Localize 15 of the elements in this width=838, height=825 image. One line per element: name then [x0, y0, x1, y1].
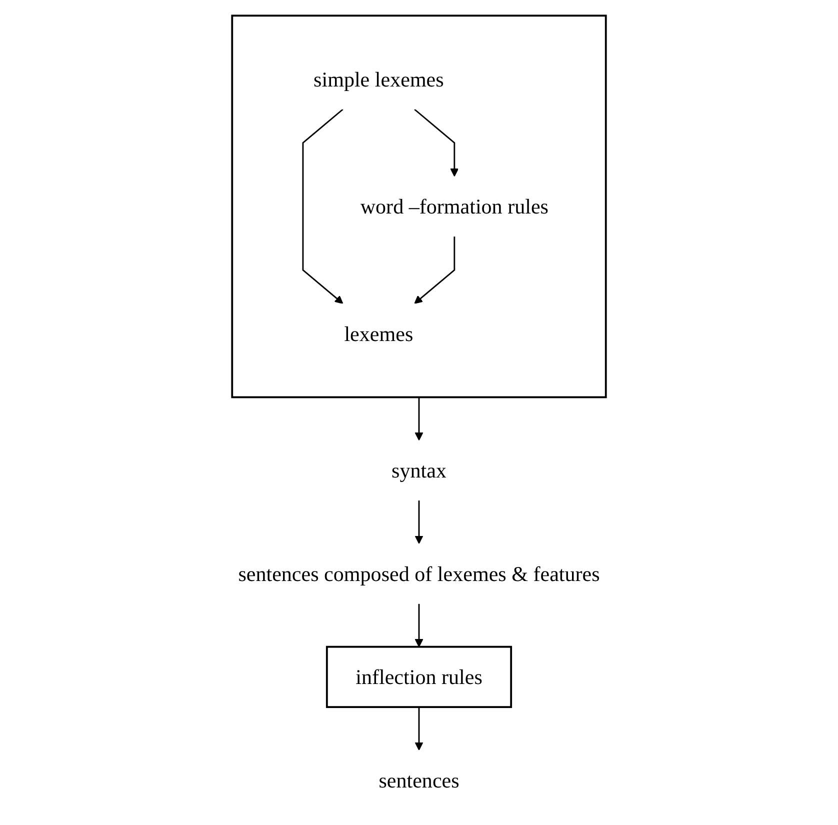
node-text: sentences composed of lexemes & features — [238, 561, 600, 586]
node-text: syntax — [392, 458, 446, 482]
node-box: inflection rules — [326, 645, 512, 708]
node-text: sentences — [378, 768, 460, 792]
arrow — [414, 603, 424, 647]
arrow — [414, 706, 424, 750]
arrow — [414, 396, 424, 440]
cluster — [231, 14, 607, 398]
arrow — [414, 500, 424, 544]
arrow — [414, 108, 459, 176]
node-text: simple lexemes — [314, 66, 444, 91]
node-text: lexemes — [344, 321, 414, 346]
arrow — [414, 236, 456, 304]
node-text: word –formation rules — [360, 194, 548, 218]
arrow — [302, 108, 344, 304]
